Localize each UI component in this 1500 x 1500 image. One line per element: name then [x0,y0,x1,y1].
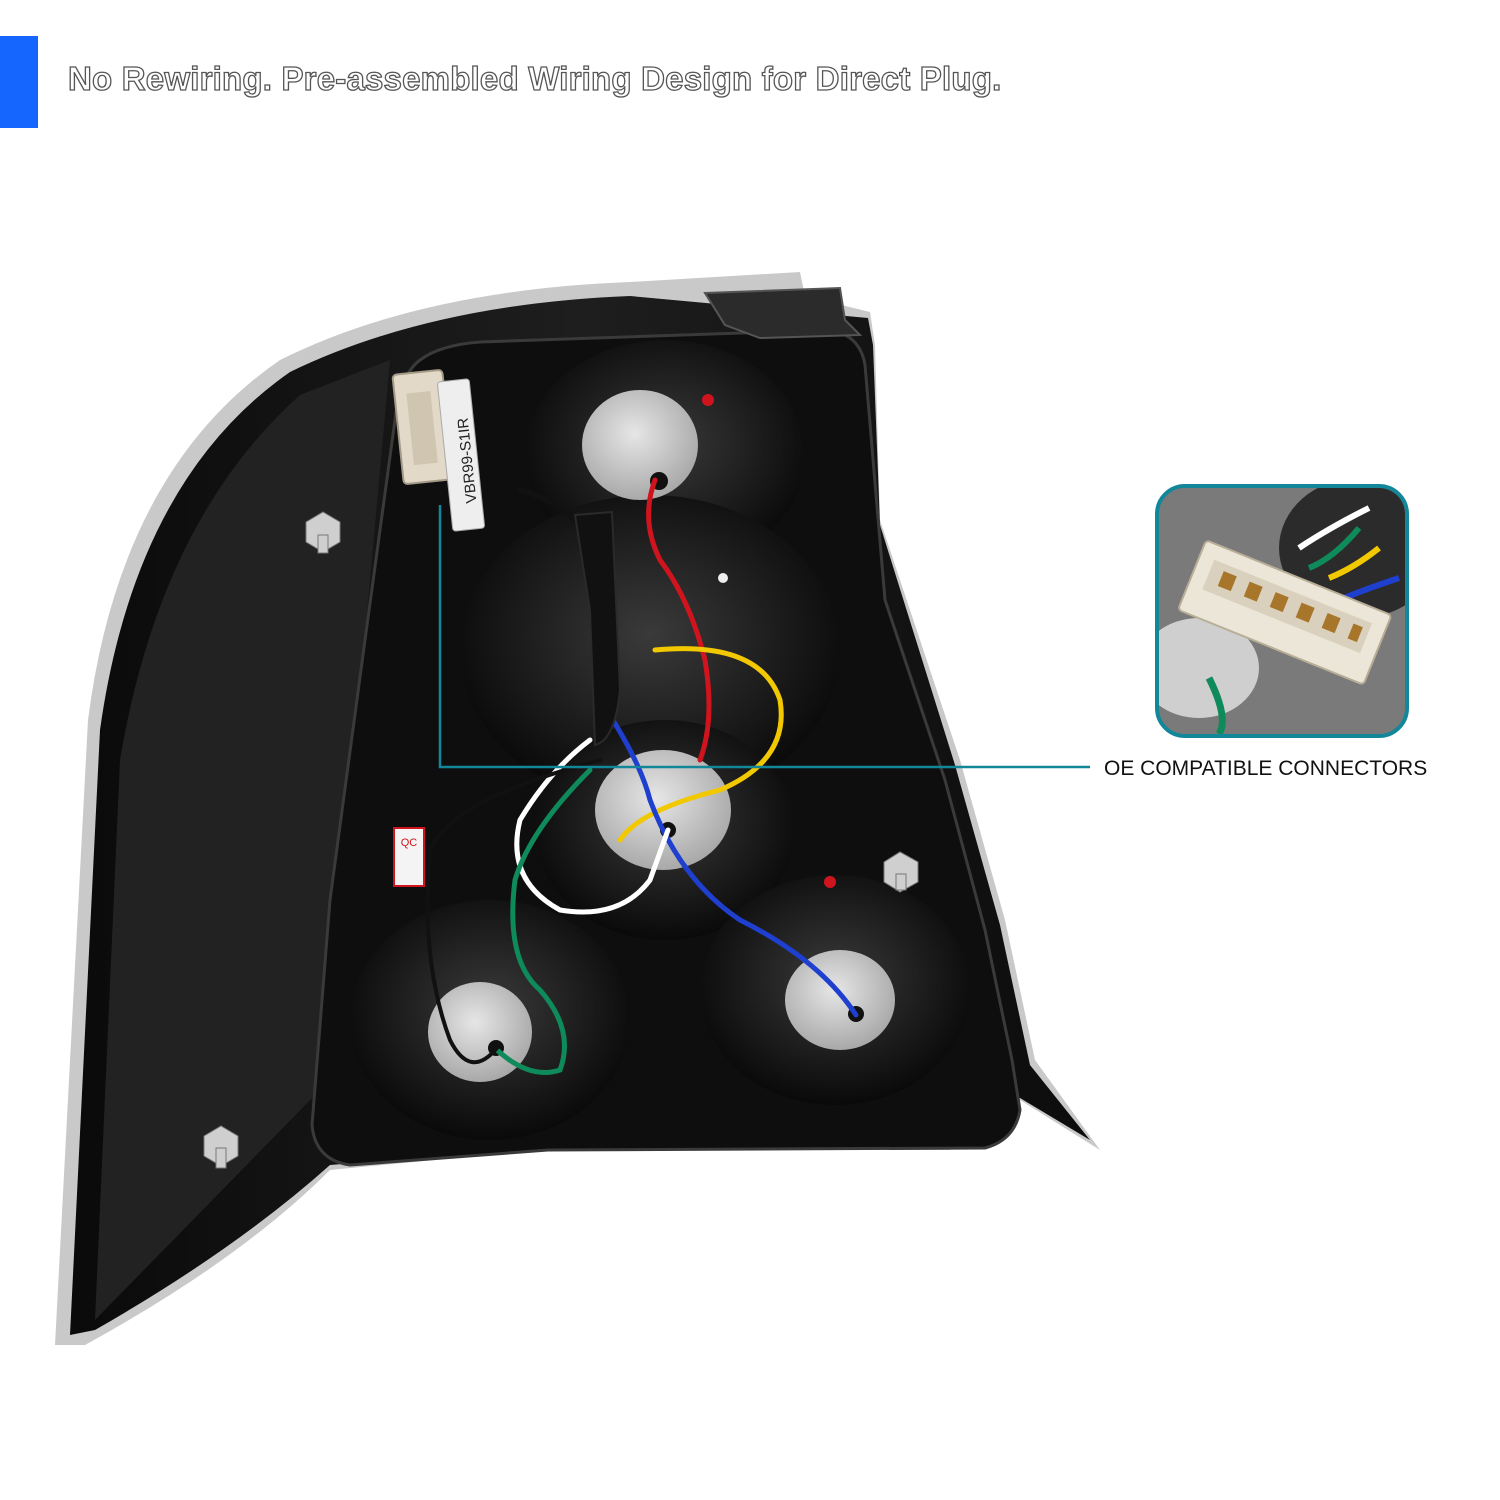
wiring-harness [425,477,859,1075]
bulb-holder-top [582,390,698,500]
callout-line [438,505,1090,769]
mounting-stud-right [883,851,919,893]
bulb-holder-lower-right [785,950,895,1050]
connector-closeup-inset [1155,484,1409,738]
callout-label: OE COMPATIBLE CONNECTORS [1104,757,1428,780]
qc-sticker: QC [393,827,425,887]
accent-bar [0,36,38,128]
top-clip [703,286,863,340]
mounting-stud-lower [203,1125,239,1169]
wire-sleeve [573,510,622,747]
mounting-stud-upper [305,511,341,554]
qc-text: QC [401,837,418,849]
socket-middle [460,495,840,805]
page-title: No Rewiring. Pre-assembled Wiring Design… [67,59,1002,97]
